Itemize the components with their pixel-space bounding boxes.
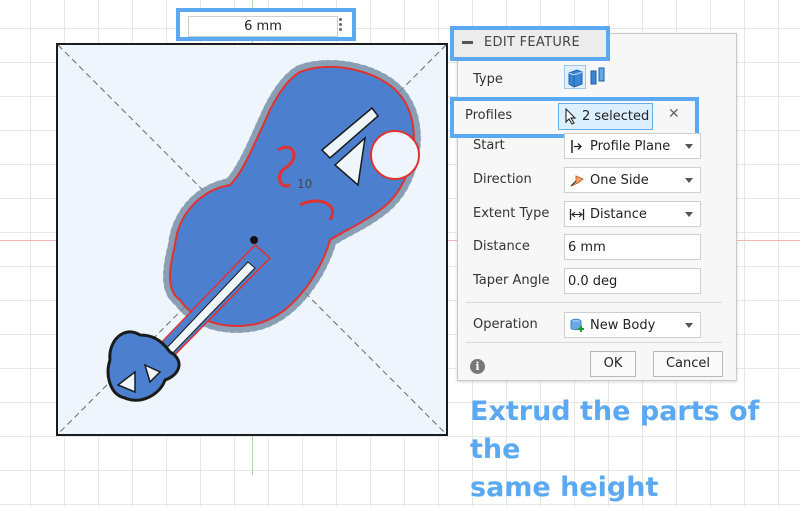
panel-header: EDIT FEATURE <box>450 26 610 61</box>
ok-button[interactable]: OK <box>590 351 636 377</box>
chevron-down-icon <box>685 323 693 328</box>
distance-label: Distance <box>473 239 530 254</box>
thin-extrude-icon[interactable] <box>588 65 610 89</box>
direction-value: One Side <box>590 173 649 188</box>
caption-line-1: Extrud the parts of the <box>470 396 760 465</box>
dimension-input[interactable]: 6 mm <box>188 16 338 37</box>
profiles-value: 2 selected <box>582 109 650 124</box>
chevron-down-icon <box>685 178 693 183</box>
sketch-dimension-label: 10 <box>297 177 312 191</box>
chevron-down-icon <box>685 144 693 149</box>
taper-angle-row: Taper Angle 0.0 deg <box>458 266 738 298</box>
solid-extrude-icon[interactable] <box>564 65 586 89</box>
direction-label: Direction <box>473 172 532 187</box>
profiles-label: Profiles <box>465 108 513 123</box>
start-value: Profile Plane <box>590 139 671 154</box>
collapse-icon[interactable] <box>462 41 473 44</box>
violin-profile[interactable] <box>106 59 421 402</box>
operation-dropdown[interactable]: New Body <box>564 312 701 338</box>
edit-feature-panel: EDIT FEATURE Type Profiles 2 selected ✕ … <box>450 26 738 381</box>
distance-input[interactable]: 6 mm <box>564 234 701 260</box>
operation-row: Operation New Body <box>458 310 738 342</box>
start-dropdown[interactable]: Profile Plane <box>564 133 701 159</box>
profiles-selection-button[interactable]: 2 selected <box>558 103 653 130</box>
overflow-menu-icon[interactable] <box>336 16 344 36</box>
start-row: Start Profile Plane <box>458 131 738 163</box>
cursor-icon <box>565 108 577 125</box>
taper-angle-value: 0.0 deg <box>568 274 618 289</box>
taper-angle-label: Taper Angle <box>473 273 550 288</box>
extent-type-dropdown[interactable]: Distance <box>564 201 701 227</box>
type-row: Type <box>458 65 738 97</box>
extent-type-value: Distance <box>590 207 647 222</box>
operation-value: New Body <box>590 318 656 333</box>
info-icon[interactable]: i <box>470 359 485 374</box>
dimension-input-box: 6 mm <box>176 8 356 41</box>
extent-type-label: Extent Type <box>473 206 550 221</box>
distance-row: Distance 6 mm <box>458 232 738 264</box>
distance-value: 6 mm <box>568 240 606 255</box>
chevron-down-icon <box>685 212 693 217</box>
taper-angle-input[interactable]: 0.0 deg <box>564 268 701 294</box>
panel-title: EDIT FEATURE <box>484 35 581 50</box>
type-label: Type <box>473 72 503 87</box>
sketch-canvas[interactable]: 10 <box>0 0 800 475</box>
divider <box>466 342 722 343</box>
extent-type-row: Extent Type Distance <box>458 199 738 231</box>
clear-icon[interactable]: ✕ <box>668 106 680 122</box>
profile-plane-icon <box>571 140 582 153</box>
start-label: Start <box>473 138 505 153</box>
distance-icon <box>569 209 585 220</box>
direction-dropdown[interactable]: One Side <box>564 167 701 193</box>
new-body-icon <box>570 318 584 332</box>
direction-row: Direction One Side <box>458 165 738 197</box>
one-side-icon <box>570 175 584 187</box>
annotation-caption: Extrud the parts of the same height <box>470 393 800 507</box>
operation-label: Operation <box>473 317 538 332</box>
divider <box>466 302 722 303</box>
cancel-button[interactable]: Cancel <box>653 351 723 377</box>
